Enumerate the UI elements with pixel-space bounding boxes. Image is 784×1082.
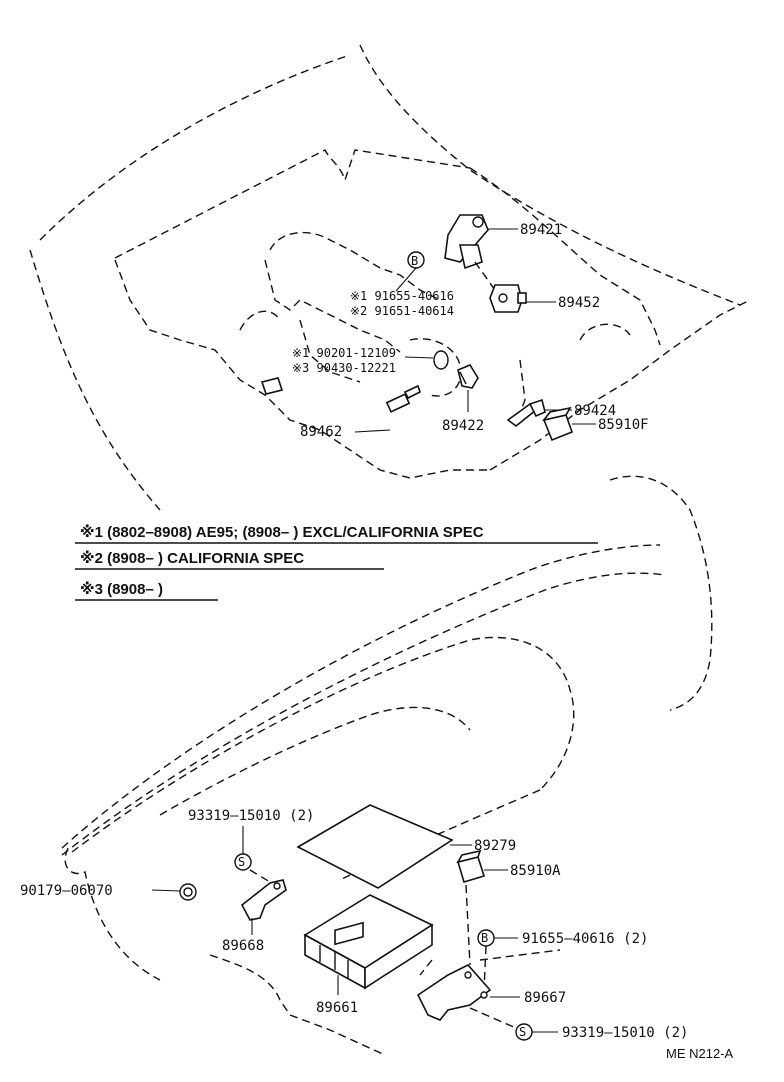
leader-90179 — [151, 889, 181, 892]
note-1: ※1 (8802–8908) AE95; (8908– ) EXCL/CALIF… — [80, 523, 484, 541]
part-89452-vsv[interactable] — [489, 284, 527, 313]
part-89279-pad[interactable] — [296, 804, 454, 889]
circle-b-bottom[interactable]: B — [477, 929, 495, 947]
link-s-bottom — [469, 1007, 517, 1029]
note-2: ※2 (8908– ) CALIFORNIA SPEC — [80, 549, 304, 567]
part-89462-sensor[interactable] — [385, 384, 421, 413]
part-90201-washer[interactable] — [433, 350, 449, 370]
leader-circle-b — [395, 267, 417, 292]
label-89279: 89279 — [474, 838, 516, 854]
svg-text:S: S — [519, 1025, 526, 1039]
label-89424: 89424 — [574, 403, 616, 419]
label-90430-12221: ※3 90430-12221 — [292, 361, 396, 375]
part-89667-bracket[interactable] — [416, 964, 492, 1021]
notes-block: ※1 (8802–8908) AE95; (8908– ) EXCL/CALIF… — [75, 523, 598, 601]
svg-text:B: B — [481, 931, 488, 945]
engine-block — [239, 231, 462, 397]
note-3: ※3 (8908– ) — [80, 580, 163, 598]
circle-s-top[interactable]: S — [234, 853, 252, 871]
label-93319-top: 93319–15010 (2) — [188, 808, 314, 824]
dashboard-outline — [61, 475, 713, 1056]
link-85910A — [465, 884, 471, 966]
part-89421-pressure-sensor[interactable] — [444, 214, 489, 270]
label-85910A: 85910A — [510, 863, 561, 879]
part-89422-temp-sensor[interactable] — [457, 363, 479, 389]
label-93319-bottom: 93319–15010 (2) — [562, 1025, 688, 1041]
label-90179: 90179–06070 — [20, 883, 113, 899]
label-90201-12109: ※1 90201-12109 — [292, 346, 396, 360]
label-89452: 89452 — [558, 295, 600, 311]
part-89668-bracket[interactable] — [240, 879, 287, 921]
link-89421-89452 — [474, 261, 496, 291]
label-89421: 89421 — [520, 222, 562, 238]
label-91651-40614: ※2 91651-40614 — [350, 304, 454, 318]
part-connector-left — [260, 377, 284, 395]
label-89661: 89661 — [316, 1000, 358, 1016]
svg-text:B: B — [411, 254, 418, 268]
label-89668: 89668 — [222, 938, 264, 954]
label-91655-bottom: 91655–40616 (2) — [522, 931, 648, 947]
circle-s-bottom[interactable]: S — [515, 1023, 533, 1041]
label-91655-40616: ※1 91655-40616 — [350, 289, 454, 303]
link-s-bracket — [249, 869, 276, 886]
circle-b-marker: B — [407, 251, 425, 269]
label-89422: 89422 — [442, 418, 484, 434]
link-ecu-bracket — [419, 959, 433, 976]
part-85910F-relay[interactable] — [542, 406, 574, 442]
svg-text:S: S — [238, 855, 245, 869]
label-89667: 89667 — [524, 990, 566, 1006]
link-b-bracket — [483, 945, 487, 991]
label-85910F: 85910F — [598, 417, 649, 433]
part-89661-ecu[interactable] — [303, 894, 434, 990]
figure-reference: ME N212-A — [666, 1046, 734, 1061]
part-90179-nut[interactable] — [179, 883, 197, 901]
leader-89462 — [354, 429, 391, 433]
part-89424-sensor[interactable] — [506, 398, 546, 428]
part-85910A-relay[interactable] — [456, 849, 486, 883]
label-89462: 89462 — [300, 424, 342, 440]
engine-compartment-outline — [29, 44, 751, 511]
leader-90201 — [404, 356, 434, 359]
